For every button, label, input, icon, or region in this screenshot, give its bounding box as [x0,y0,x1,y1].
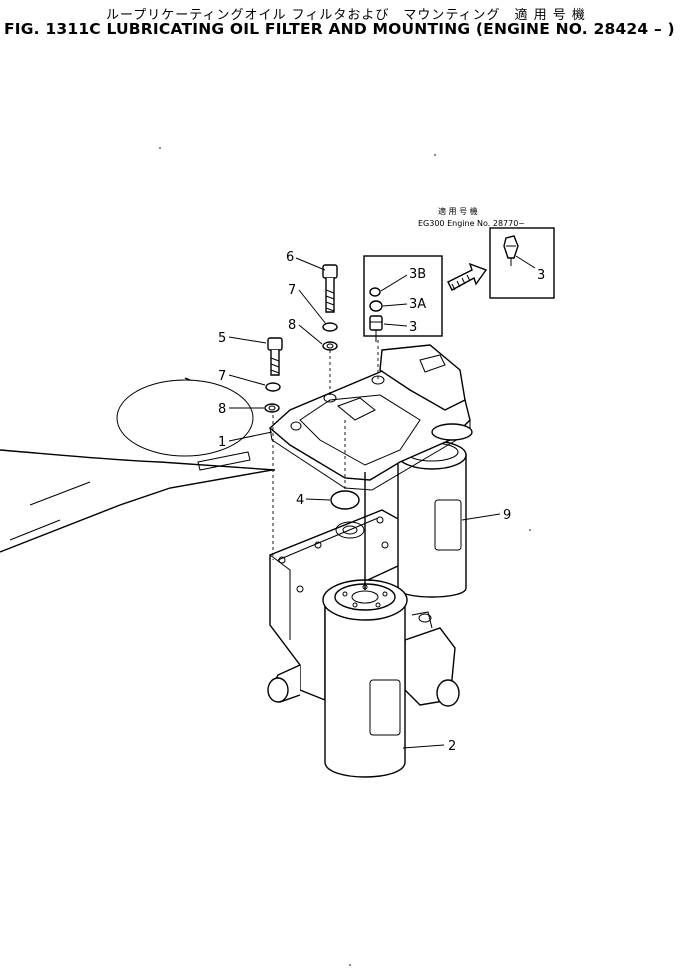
filter-head [268,344,473,491]
callout-2: 2 [448,739,456,754]
callout-8-lower: 8 [218,402,226,417]
engine-block-outline [0,377,276,553]
callout-3-inset: 3 [537,268,545,283]
filter-element-rear [397,440,467,598]
leader-lines [228,255,536,749]
callout-7-upper: 7 [288,283,296,298]
callout-3: 3 [409,320,417,335]
callout-1: 1 [218,435,226,450]
callout-5: 5 [218,331,226,346]
figure-title-japanese: ループリケーティングオイル フィルタおよび マウンティング 適 用 号 機 [106,8,586,23]
callout-6: 6 [286,250,294,265]
assembly-centerlines [272,340,379,590]
callout-3b: 3B [409,267,426,282]
o-ring-4 [330,490,360,510]
inset-serial-note: EG300 Engine No. 28770~ [418,219,525,228]
bolt-6-stack [322,264,338,351]
bolt-5-stack [264,337,283,413]
callout-4: 4 [296,493,304,508]
figure-title: FIG. 1311C LUBRICATING OIL FILTER AND MO… [4,20,675,38]
callout-8-upper: 8 [288,318,296,333]
replacement-arrow-icon [447,262,488,291]
filter-element-front [322,579,408,778]
callout-3a: 3A [409,297,426,312]
inset-applicable-label: 適 用 号 機 [438,206,478,216]
detail-box-valve [363,255,443,342]
inset-box-eg300 [489,227,555,299]
callout-9: 9 [503,508,511,523]
callout-7-lower: 7 [218,369,226,384]
